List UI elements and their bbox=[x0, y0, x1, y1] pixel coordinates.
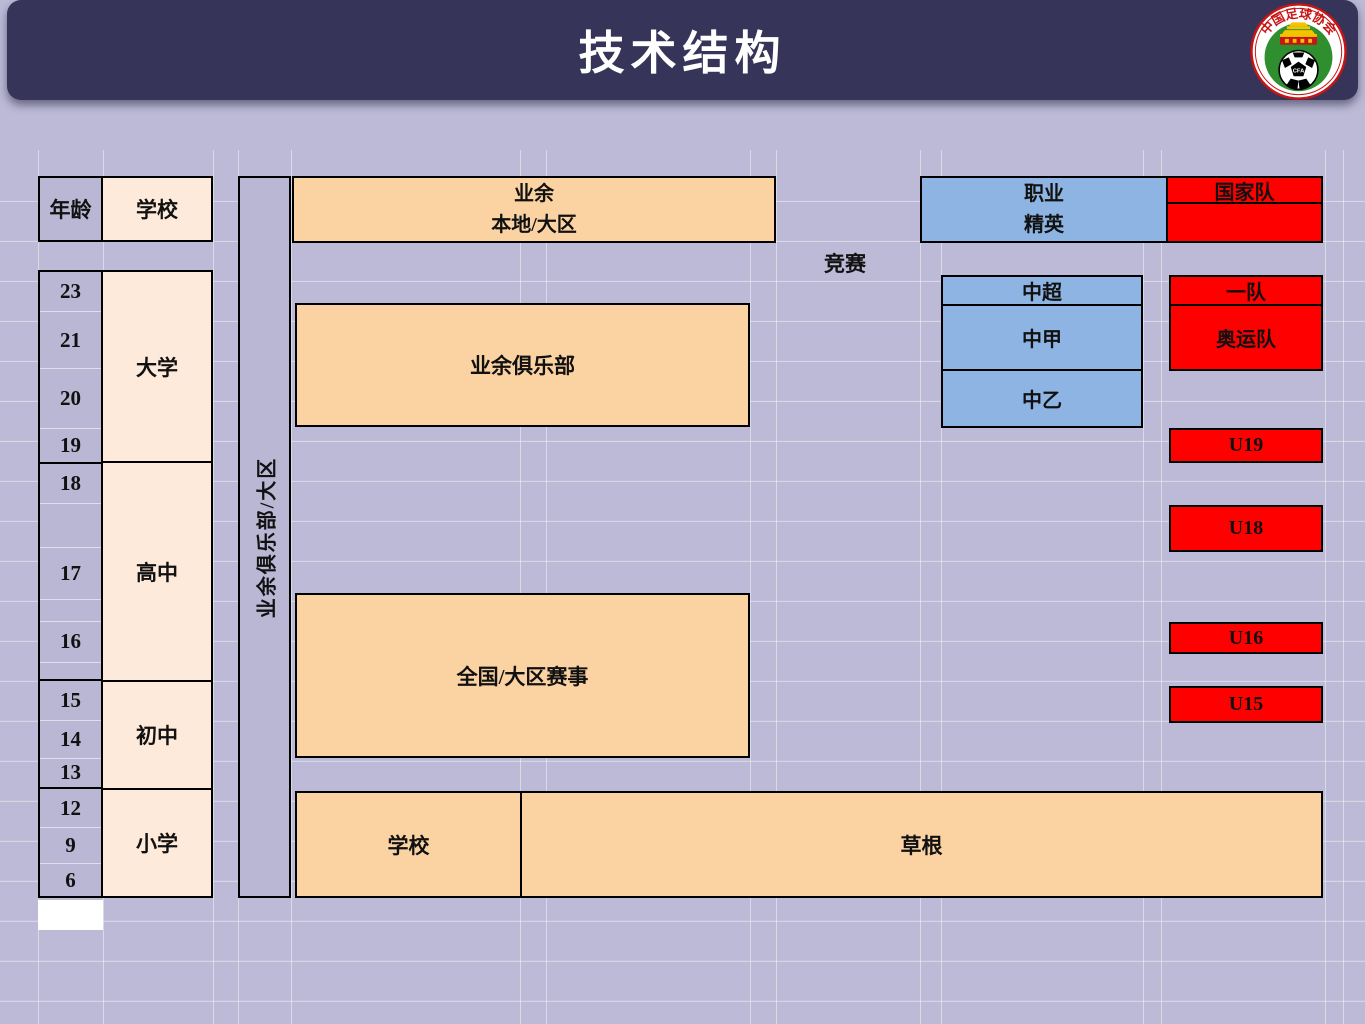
gate-icon bbox=[1280, 22, 1317, 45]
school-section-middle-school: 初中 bbox=[101, 680, 213, 790]
team-box-u19: U19 bbox=[1169, 428, 1323, 463]
age-row: 15 bbox=[40, 681, 101, 722]
age-row: 16 bbox=[40, 622, 101, 663]
age-row: 23 bbox=[40, 272, 101, 312]
grassroots-box: 草根 bbox=[520, 791, 1323, 898]
age-row: 21 bbox=[40, 312, 101, 370]
age-row bbox=[40, 600, 101, 622]
team-box-u15: U15 bbox=[1169, 686, 1323, 723]
age-row: 6 bbox=[65, 867, 76, 892]
team-box-first-team: 一队 bbox=[1169, 275, 1323, 306]
age-column: 23 21 20 19 18 17 16 15 14 13 12 9 6 bbox=[38, 270, 103, 898]
age-row: 18 bbox=[40, 464, 101, 504]
age-row bbox=[40, 663, 101, 682]
cfa-logo: 中国足球协会 CFA bbox=[1250, 3, 1347, 100]
league-box-league-two: 中乙 bbox=[941, 369, 1143, 428]
professional-elite-box: 职业 精英 bbox=[920, 176, 1168, 243]
national-team-label: 国家队 bbox=[1168, 178, 1321, 204]
school-section-university: 大学 bbox=[101, 270, 213, 463]
age-row: 20 bbox=[40, 369, 101, 429]
school-section-primary-school: 小学 bbox=[101, 788, 213, 898]
age-row: 14 bbox=[40, 721, 101, 759]
team-box-u18: U18 bbox=[1169, 505, 1323, 552]
white-cell bbox=[38, 900, 103, 930]
school-bottom-box: 学校 bbox=[295, 791, 522, 898]
age-row: 19 bbox=[40, 429, 101, 464]
amateur-club-region-label: 业余俱乐部/大区 bbox=[256, 456, 278, 618]
age-row bbox=[40, 504, 101, 549]
league-box-league-one: 中甲 bbox=[941, 304, 1143, 371]
local-region-label: 本地/大区 bbox=[491, 213, 577, 236]
age-row: 17 bbox=[40, 548, 101, 600]
school-section-high-school: 高中 bbox=[101, 461, 213, 682]
school-header-cell: 学校 bbox=[101, 176, 213, 242]
page-title: 技术结构 bbox=[578, 27, 787, 79]
league-box-csl: 中超 bbox=[941, 275, 1143, 306]
age-row: 12 bbox=[40, 789, 101, 829]
elite-label: 精英 bbox=[1024, 213, 1064, 236]
national-team-box: 国家队 bbox=[1166, 176, 1323, 243]
professional-label: 职业 bbox=[1024, 182, 1064, 205]
amateur-label: 业余 bbox=[514, 182, 554, 205]
logo-ball-label: CFA bbox=[1293, 68, 1305, 74]
competition-label: 竞赛 bbox=[824, 252, 866, 276]
soccer-ball-icon: CFA bbox=[1278, 49, 1319, 91]
age-row: 9 bbox=[40, 828, 101, 865]
team-box-u16: U16 bbox=[1169, 622, 1323, 654]
team-box-olympic-team: 奥运队 bbox=[1169, 304, 1323, 371]
title-bar: 技术结构 bbox=[7, 0, 1358, 100]
age-header-cell: 年龄 bbox=[38, 176, 103, 242]
national-events-box: 全国/大区赛事 bbox=[295, 593, 750, 758]
amateur-club-region-bar: 业余俱乐部/大区 bbox=[238, 176, 291, 898]
amateur-local-region-box: 业余 本地/大区 bbox=[292, 176, 776, 243]
age-row: 13 bbox=[40, 759, 101, 789]
amateur-club-box: 业余俱乐部 bbox=[295, 303, 750, 427]
